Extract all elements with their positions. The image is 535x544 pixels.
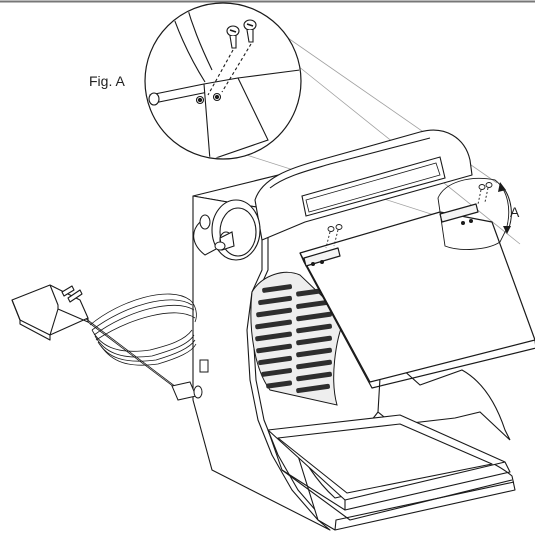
side-cable-port: [193, 214, 226, 256]
vent-grille: [250, 271, 346, 406]
hood-panel: [299, 203, 535, 389]
callout-a-bracket: [437, 177, 512, 250]
fig-a-label: Fig. A: [89, 73, 125, 89]
drawer-tray: [267, 414, 513, 521]
power-adapter: [11, 284, 89, 341]
display-window: [301, 156, 446, 217]
rear-plug: [171, 359, 209, 401]
power-cord: [84, 293, 197, 394]
callout-letter-a: A: [510, 204, 520, 220]
lid-screws: [325, 182, 493, 249]
detail-circle-fig-a: [144, 2, 302, 160]
control-knob: [211, 199, 261, 261]
